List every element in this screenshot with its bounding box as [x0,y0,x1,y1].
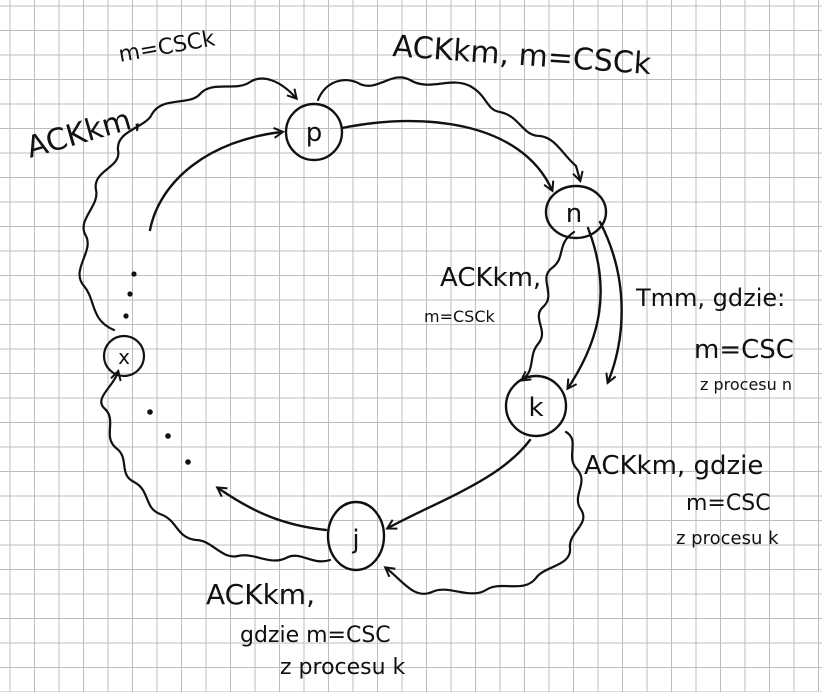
node-j-label: j [351,525,359,555]
arrow-p-to-n [340,119,552,190]
arrow-x-to-p [148,132,282,232]
label-right-top-line1: Tmm, gdzie: [635,284,785,312]
label-bottom-line3: z procesu k [280,655,406,680]
node-n-label: n [566,199,582,229]
dot [131,271,137,277]
arrow-j-to-x-region [218,488,328,532]
label-right-bottom: ACKkm, gdzie m=CSC z procesu k [584,451,779,549]
node-p-label: p [306,118,323,148]
node-x-label: x [118,345,130,369]
dot [165,433,171,439]
node-n: n [544,184,608,240]
label-middle-line2: m=CSCk [424,307,495,326]
label-bottom-line2: gdzie m=CSC [240,623,391,648]
arrow-n-to-k-2 [598,220,623,382]
node-x: x [102,334,146,378]
wavy-p-to-n [316,76,580,180]
wavy-x-to-p [78,77,296,332]
arrow-n-to-k-1 [568,226,602,388]
wavy-j-to-x [100,372,332,563]
arrow-k-to-j [388,438,532,528]
label-right-bottom-line1: ACKkm, gdzie [584,451,763,481]
label-right-top: Tmm, gdzie: m=CSC z procesu n [635,284,794,394]
label-right-bottom-line2: m=CSC [686,491,771,516]
dot [147,409,153,415]
node-j: j [326,500,386,572]
label-right-top-line3: z procesu n [700,375,792,394]
dot [127,291,133,297]
wavy-n-to-k [522,230,576,380]
dot [123,313,129,319]
label-top-left-line2: m=CSCk [117,26,217,68]
label-middle-line1: ACKkm, [440,263,541,293]
wavy-k-to-j [386,430,585,595]
label-right-bottom-line3: z procesu k [676,528,779,549]
wavy-ack-arrows [78,76,585,595]
ring-arrows [148,119,623,532]
dot [185,459,191,465]
label-top-right-text: ACKkm, m=CSCk [391,29,652,82]
node-k: k [504,374,568,438]
ellipsis-dots [123,271,191,465]
label-right-top-line2: m=CSC [694,335,794,365]
label-bottom-line1: ACKkm, [206,578,315,611]
label-top-left: ACKkm, m=CSCk [23,26,218,165]
node-p: p [284,102,344,162]
label-bottom: ACKkm, gdzie m=CSC z procesu k [206,578,406,680]
node-k-label: k [528,393,543,423]
label-top-right: ACKkm, m=CSCk [391,29,652,82]
label-middle: ACKkm, m=CSCk [424,263,541,326]
